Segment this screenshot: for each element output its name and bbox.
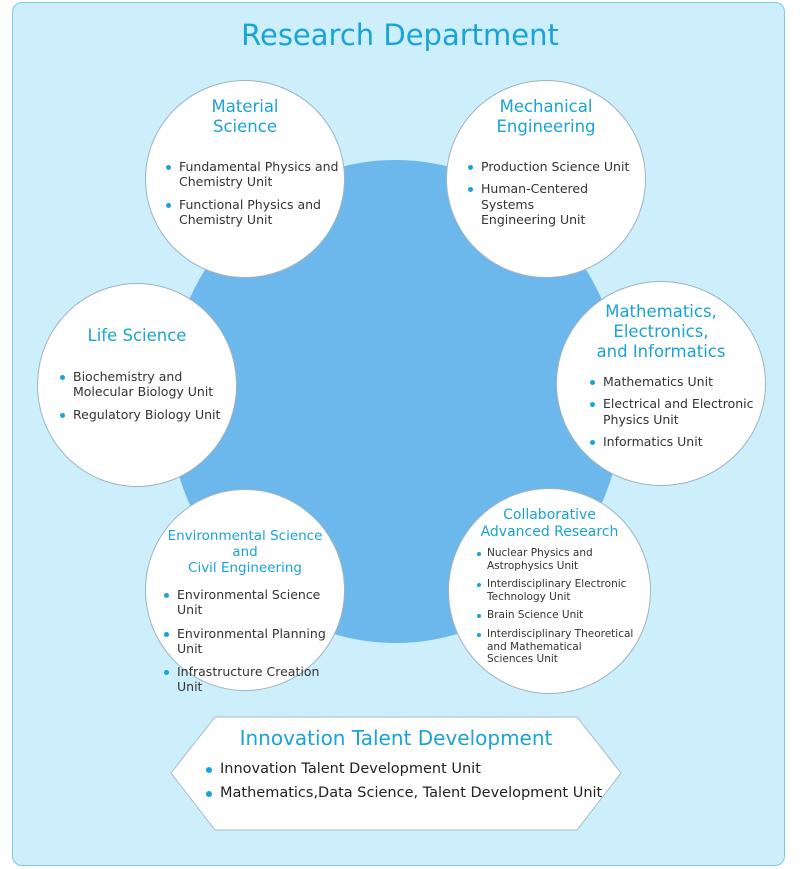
life-science-circle: Life Science Biochemistry and Molecular …: [37, 283, 237, 487]
unit-item: Innovation Talent Development Unit: [206, 760, 602, 779]
unit-item: Mathematics,Data Science, Talent Develop…: [206, 784, 602, 803]
unit-item: Informatics Unit: [590, 434, 754, 449]
environmental-civil-engineering-unit-list: Environmental Science Unit Environmental…: [164, 587, 344, 702]
unit-item: Human-Centered Systems Engineering Unit: [468, 181, 645, 227]
mechanical-engineering-unit-list: Production Science Unit Human-Centered S…: [468, 159, 645, 234]
diagram-title: Research Department: [241, 18, 559, 52]
environmental-civil-engineering-title: Environmental Science and Civil Engineer…: [167, 528, 323, 577]
unit-item: Nuclear Physics and Astrophysics Unit: [477, 547, 633, 572]
unit-item: Biochemistry and Molecular Biology Unit: [60, 369, 220, 400]
environmental-civil-engineering-circle: Environmental Science and Civil Engineer…: [145, 489, 345, 694]
unit-item: Brain Science Unit: [477, 609, 633, 622]
mechanical-engineering-title: Mechanical Engineering: [496, 97, 596, 136]
unit-item: Production Science Unit: [468, 159, 645, 174]
mechanical-engineering-circle: Mechanical Engineering Production Scienc…: [446, 80, 646, 278]
unit-item: Infrastructure Creation Unit: [164, 664, 344, 695]
unit-item: Electrical and Electronic Physics Unit: [590, 396, 754, 427]
unit-item: Functional Physics and Chemistry Unit: [166, 197, 338, 228]
collaborative-advanced-research-unit-list: Nuclear Physics and Astrophysics Unit In…: [477, 547, 633, 672]
unit-item: Environmental Science Unit: [164, 587, 344, 618]
material-science-circle: Material Science Fundamental Physics and…: [145, 80, 345, 278]
mathematics-electronics-informatics-title: Mathematics, Electronics, and Informatic…: [596, 302, 726, 361]
mathematics-electronics-informatics-circle: Mathematics, Electronics, and Informatic…: [556, 281, 766, 486]
unit-item: Regulatory Biology Unit: [60, 407, 220, 422]
unit-item: Mathematics Unit: [590, 374, 754, 389]
innovation-title: Innovation Talent Development: [239, 726, 553, 750]
unit-item: Interdisciplinary Theoretical and Mathem…: [477, 628, 633, 666]
unit-item: Fundamental Physics and Chemistry Unit: [166, 159, 338, 190]
innovation-unit-list: Innovation Talent Development Unit Mathe…: [206, 760, 602, 808]
material-science-unit-list: Fundamental Physics and Chemistry Unit F…: [166, 159, 338, 234]
material-science-title: Material Science: [211, 97, 279, 136]
unit-item: Environmental Planning Unit: [164, 626, 344, 657]
hexagon-shape: [170, 716, 622, 831]
collaborative-advanced-research-title: Collaborative Advanced Research: [480, 507, 619, 540]
collaborative-advanced-research-circle: Collaborative Advanced Research Nuclear …: [448, 488, 651, 694]
mathematics-electronics-informatics-unit-list: Mathematics Unit Electrical and Electron…: [590, 374, 754, 456]
life-science-unit-list: Biochemistry and Molecular Biology Unit …: [60, 369, 220, 429]
innovation-talent-development-box: Innovation Talent Development Innovation…: [170, 716, 622, 831]
life-science-title: Life Science: [87, 326, 187, 345]
unit-item: Interdisciplinary Electronic Technology …: [477, 578, 633, 603]
